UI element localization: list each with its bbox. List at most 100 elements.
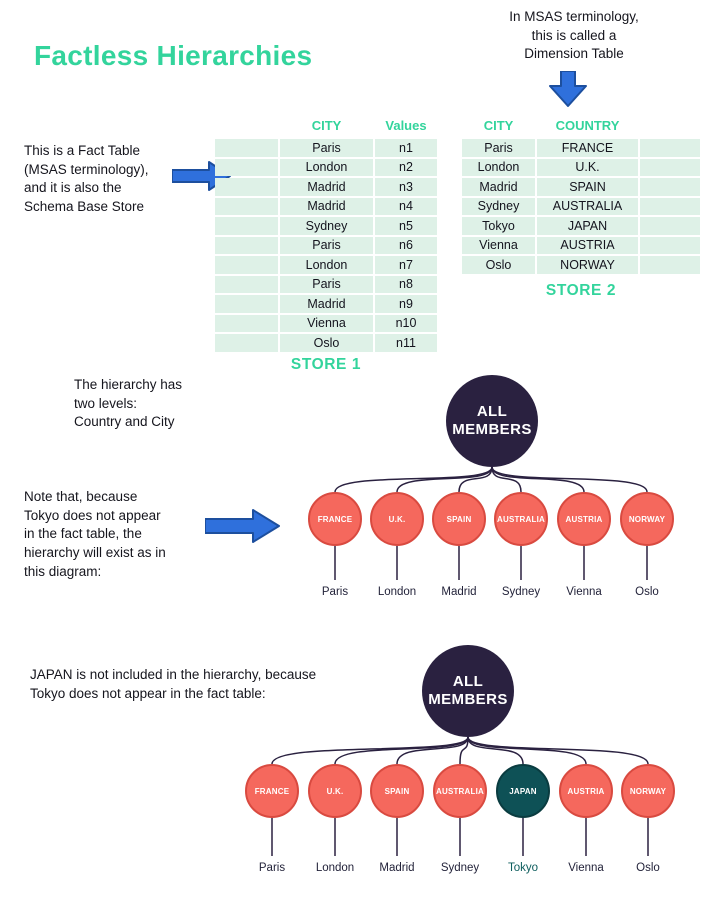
table-cell-value: n6 (375, 236, 437, 254)
table-cell-country: U.K. (537, 158, 638, 176)
table-cell (215, 295, 278, 313)
page-title: Factless Hierarchies (34, 40, 313, 71)
table-cell-city: Paris (280, 139, 373, 157)
table-cell-country: SPAIN (537, 178, 638, 196)
table-cell (640, 139, 700, 157)
city-label-sydney: Sydney (501, 586, 541, 598)
table-cell-city: Sydney (462, 197, 535, 215)
table-cell-city: Madrid (280, 178, 373, 196)
city-label-paris: Paris (321, 586, 349, 598)
store1-header-city: CITY (311, 118, 342, 133)
country-node-france: FRANCE (245, 764, 299, 818)
table-cell-city: Paris (462, 139, 535, 157)
table-cell (215, 217, 278, 235)
japan-note: JAPAN is not included in the hierarchy, … (30, 667, 317, 701)
store2-header-country: COUNTRY (555, 118, 620, 133)
all-members-node: ALL MEMBERS (446, 375, 538, 467)
dimension-table-note: In MSAS terminology, this is called a Di… (509, 9, 639, 62)
store2-label: STORE 2 (545, 282, 617, 299)
table-cell-city: Paris (280, 275, 373, 293)
table-cell (215, 158, 278, 176)
city-label-madrid: Madrid (441, 586, 477, 598)
table-cell-value: n4 (375, 197, 437, 215)
table-cell (640, 256, 700, 274)
table-cell-city: Madrid (462, 178, 535, 196)
country-node-austria: AUSTRIA (557, 492, 611, 546)
city-label-tokyo: Tokyo (507, 862, 539, 874)
country-node-japan: JAPAN (496, 764, 550, 818)
country-node-austria: AUSTRIA (559, 764, 613, 818)
table-cell-city: Vienna (462, 236, 535, 254)
table-cell-city: Oslo (462, 256, 535, 274)
table-cell-country: NORWAY (537, 256, 638, 274)
country-node-australia: AUSTRALIA (494, 492, 548, 546)
city-label-paris: Paris (258, 862, 286, 874)
table-cell (640, 236, 700, 254)
table-cell (215, 236, 278, 254)
country-node-france: FRANCE (308, 492, 362, 546)
table-cell-country: JAPAN (537, 217, 638, 235)
city-label-london: London (315, 862, 355, 874)
connector-lines (271, 736, 649, 856)
city-label-vienna: Vienna (566, 586, 602, 598)
store2-header-city: CITY (483, 118, 514, 133)
table-cell (640, 217, 700, 235)
table-cell-country: FRANCE (537, 139, 638, 157)
table-cell (215, 256, 278, 274)
blue-right-arrow-icon (205, 509, 280, 543)
city-label-vienna: Vienna (568, 862, 604, 874)
table-cell-city: Vienna (280, 314, 373, 332)
table-cell (215, 178, 278, 196)
table-cell-country: AUSTRIA (537, 236, 638, 254)
city-label-sydney: Sydney (440, 862, 480, 874)
connector-lines (334, 466, 648, 580)
city-label-oslo: Oslo (636, 862, 660, 874)
city-label-madrid: Madrid (379, 862, 415, 874)
table-cell (215, 275, 278, 293)
table-cell (215, 197, 278, 215)
blue-down-arrow-icon (549, 71, 587, 107)
table-cell (640, 158, 700, 176)
table-cell-city: Madrid (280, 197, 373, 215)
country-node-norway: NORWAY (620, 492, 674, 546)
table-cell-city: Paris (280, 236, 373, 254)
country-node-spain: SPAIN (432, 492, 486, 546)
table-cell-city: London (462, 158, 535, 176)
table-cell-value: n7 (375, 256, 437, 274)
table-cell (215, 314, 278, 332)
tokyo-note: Note that, because Tokyo does not appear… (24, 489, 166, 579)
table-cell (640, 197, 700, 215)
table-cell (215, 334, 278, 352)
hierarchy-diagram-without-japan: ALL MEMBERS FRANCE U.K. SPAIN AUSTRALIA … (295, 372, 695, 612)
table-cell (640, 178, 700, 196)
table-cell-value: n8 (375, 275, 437, 293)
table-cell-city: London (280, 158, 373, 176)
table-cell-value: n5 (375, 217, 437, 235)
table-cell-city: Madrid (280, 295, 373, 313)
table-cell-city: London (280, 256, 373, 274)
table-cell-country: AUSTRALIA (537, 197, 638, 215)
hierarchy-levels-note: The hierarchy has two levels: Country an… (74, 377, 183, 430)
hierarchy-diagram-with-japan: ALL MEMBERS FRANCE U.K. SPAIN AUSTRALIA … (228, 638, 698, 893)
city-label-london: London (377, 586, 417, 598)
country-node-uk: U.K. (308, 764, 362, 818)
table-cell-city: Sydney (280, 217, 373, 235)
table-cell-city: Tokyo (462, 217, 535, 235)
table-cell-value: n1 (375, 139, 437, 157)
country-node-spain: SPAIN (370, 764, 424, 818)
city-label-oslo: Oslo (635, 586, 659, 598)
table-cell (215, 139, 278, 157)
country-node-australia: AUSTRALIA (433, 764, 487, 818)
store1-label: STORE 1 (290, 356, 362, 373)
table-cell-value: n10 (375, 314, 437, 332)
table-cell-value: n11 (375, 334, 437, 352)
table-cell-value: n3 (375, 178, 437, 196)
table-cell-city: Oslo (280, 334, 373, 352)
fact-table-note: This is a Fact Table (MSAS terminology),… (24, 143, 149, 214)
all-members-node: ALL MEMBERS (422, 645, 514, 737)
table-cell-value: n2 (375, 158, 437, 176)
country-node-norway: NORWAY (621, 764, 675, 818)
table-cell-value: n9 (375, 295, 437, 313)
